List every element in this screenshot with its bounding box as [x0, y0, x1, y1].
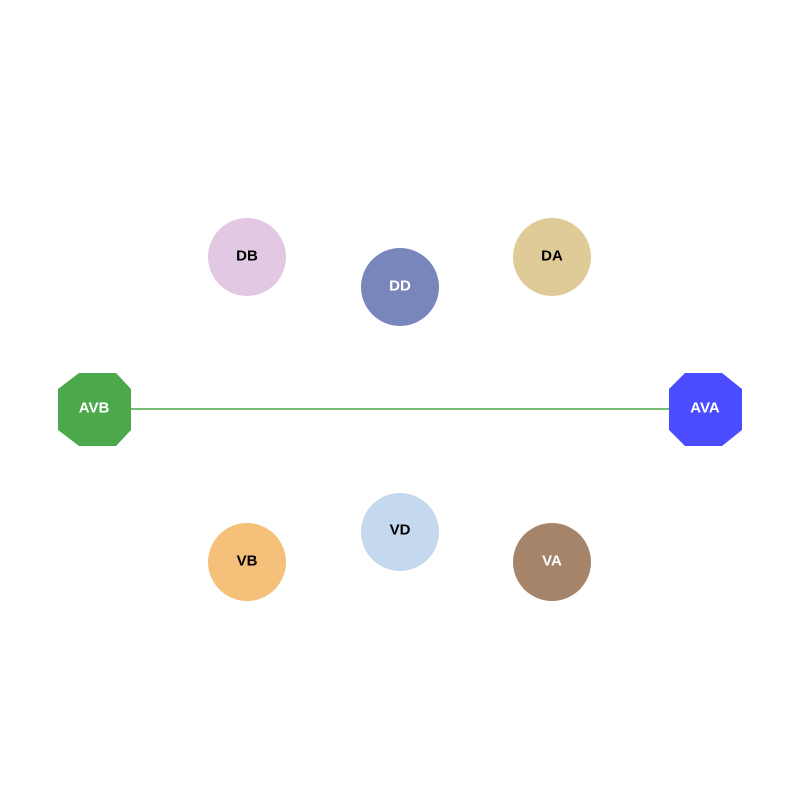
node-db-label: DB: [236, 248, 258, 265]
node-dd-label: DD: [389, 278, 411, 295]
node-avb-label: AVB: [79, 400, 110, 417]
node-db-circle: [208, 218, 286, 296]
node-vb-label: VB: [237, 553, 258, 570]
node-ava-octagon: [669, 373, 742, 446]
node-va-circle: [513, 523, 591, 601]
node-va[interactable]: VA: [513, 523, 591, 601]
node-da-circle: [513, 218, 591, 296]
node-ava[interactable]: AVA: [669, 373, 742, 446]
node-vb[interactable]: VB: [208, 523, 286, 601]
node-vd-label: VD: [390, 522, 411, 539]
node-da-label: DA: [541, 248, 563, 265]
node-vd[interactable]: VD: [361, 493, 439, 571]
node-db[interactable]: DB: [208, 218, 286, 296]
node-avb[interactable]: AVB: [58, 373, 131, 446]
node-dd-circle: [361, 248, 439, 326]
node-dd[interactable]: DD: [361, 248, 439, 326]
node-vd-circle: [361, 493, 439, 571]
node-va-label: VA: [542, 553, 562, 570]
node-vb-circle: [208, 523, 286, 601]
node-da[interactable]: DA: [513, 218, 591, 296]
node-ava-label: AVA: [690, 400, 720, 417]
node-avb-octagon: [58, 373, 131, 446]
